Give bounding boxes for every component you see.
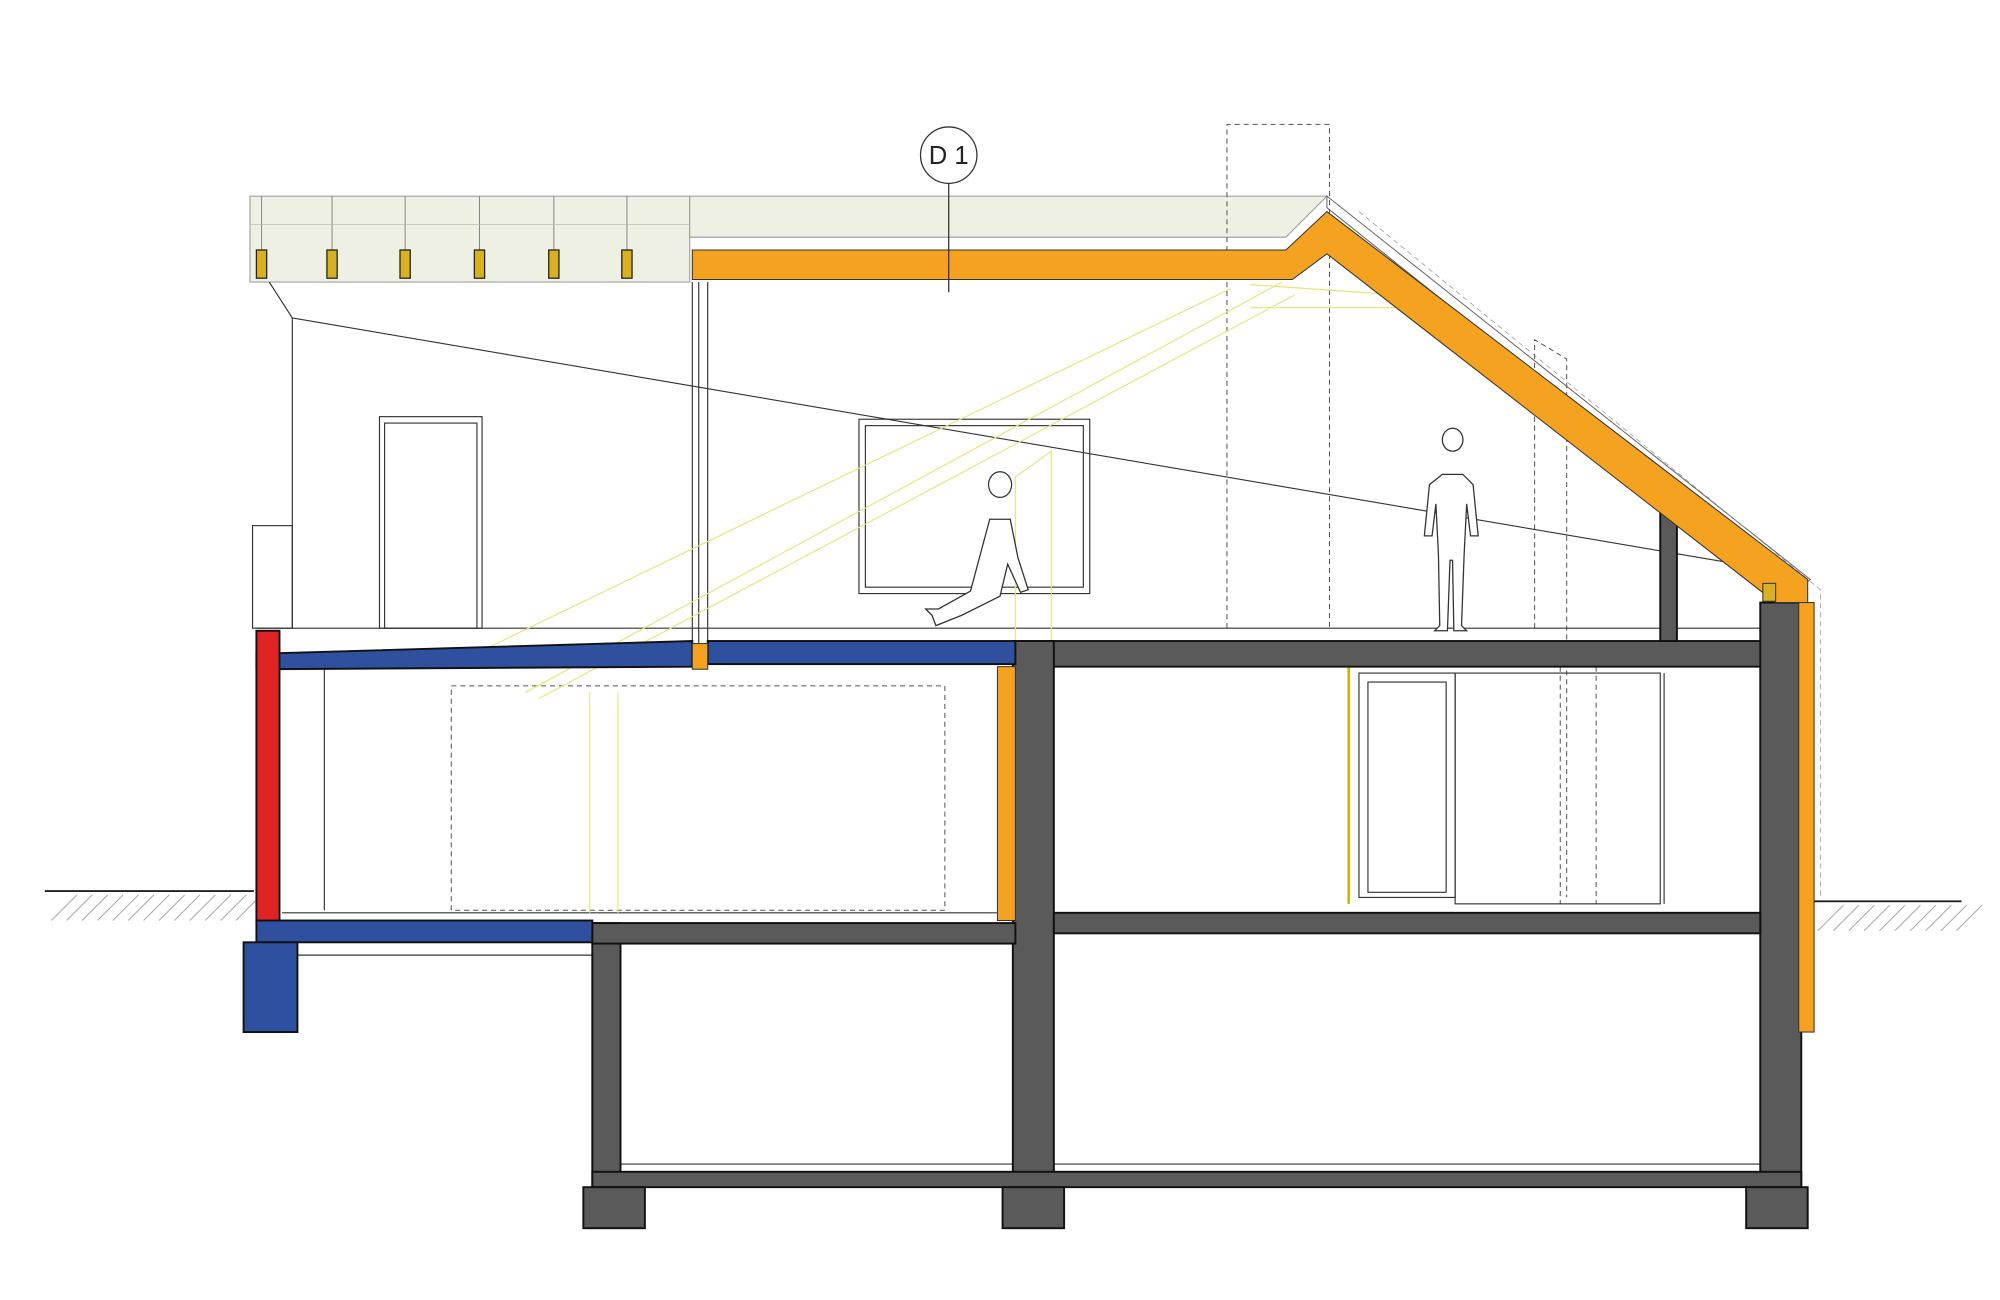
ground-hatch [158,894,185,921]
ground-hatch [1925,904,1952,932]
section-marker[interactable]: D 1 [919,126,978,293]
rafter-section [255,249,268,279]
ground-hatch [173,894,201,921]
ground-hatch [1894,904,1921,932]
ground-hatch [1848,904,1875,932]
roof-insulation [691,210,1815,1033]
red-wall [255,629,281,922]
rafter-section [473,249,486,279]
roof-glazing-left [249,195,691,283]
rafter-section [621,249,633,279]
sitting-person-figure [924,471,1030,627]
ground-hatch [204,894,232,921]
thin-outlines [251,281,1776,1165]
ground-hatch [50,894,78,921]
door-lower [1358,672,1456,899]
door-upper [378,416,483,629]
ground-left [44,890,262,921]
ground-hatch [189,894,216,921]
standing-person-figure [1423,427,1479,632]
ground-hatch [1940,904,1968,932]
rafter-section [399,249,411,279]
light-paths [448,281,1411,913]
ground-hatch [1863,904,1891,932]
ground-hatch [112,894,139,921]
new-structure-blue [242,640,1017,1034]
ground-hatch [1879,904,1906,932]
ground-hatch [220,894,247,921]
ground-hatch [143,894,170,921]
ground-hatch [1817,904,1844,932]
ground-hatch [81,894,109,921]
ground-hatch [66,894,93,921]
ground-hatch [127,894,155,921]
existing-concrete-structure [582,505,1809,1230]
ground-right [1814,900,1983,932]
ground-hatch [97,894,124,921]
ground-hatch [1956,904,1983,932]
section-marker-label: D 1 [929,142,969,170]
rafter-section [548,249,560,279]
rafter-section [326,249,338,279]
ground-hatch [1832,904,1860,932]
ground-hatch [1909,904,1937,932]
window-upper [858,418,1091,595]
